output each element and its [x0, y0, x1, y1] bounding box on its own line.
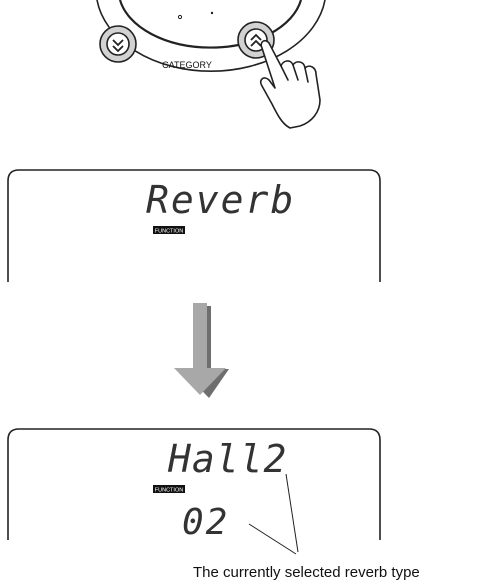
- chevron-down-icon: [112, 39, 124, 53]
- display-main-text: Hall2: [167, 437, 287, 481]
- function-badge: [153, 485, 185, 493]
- caption: The currently selected reverb type: [193, 564, 420, 581]
- lcd-display-hall2: Hall2 FUNCTION 02: [7, 428, 381, 543]
- transition-arrow-icon: [174, 303, 229, 398]
- category-down-button[interactable]: [99, 25, 137, 63]
- dial-inner-ring: [118, 0, 303, 49]
- dial-mark: [210, 11, 214, 15]
- control-panel: CATEGORY: [96, 0, 326, 129]
- function-badge-text: FUNCTION: [155, 229, 183, 235]
- lcd-display-reverb: Reverb FUNCTION: [7, 169, 381, 282]
- callout-lines: [248, 473, 299, 555]
- function-badge: [153, 226, 185, 234]
- chevron-up-icon: [250, 33, 262, 47]
- dial-mark: [177, 14, 183, 20]
- pressing-hand-icon: [259, 40, 321, 129]
- display-frame: [7, 169, 381, 282]
- display-value-text: 02: [182, 502, 229, 543]
- display-main-text: Reverb: [146, 178, 295, 222]
- function-badge-text: FUNCTION: [155, 488, 183, 494]
- category-label: CATEGORY: [162, 60, 212, 70]
- display-frame: [7, 428, 381, 540]
